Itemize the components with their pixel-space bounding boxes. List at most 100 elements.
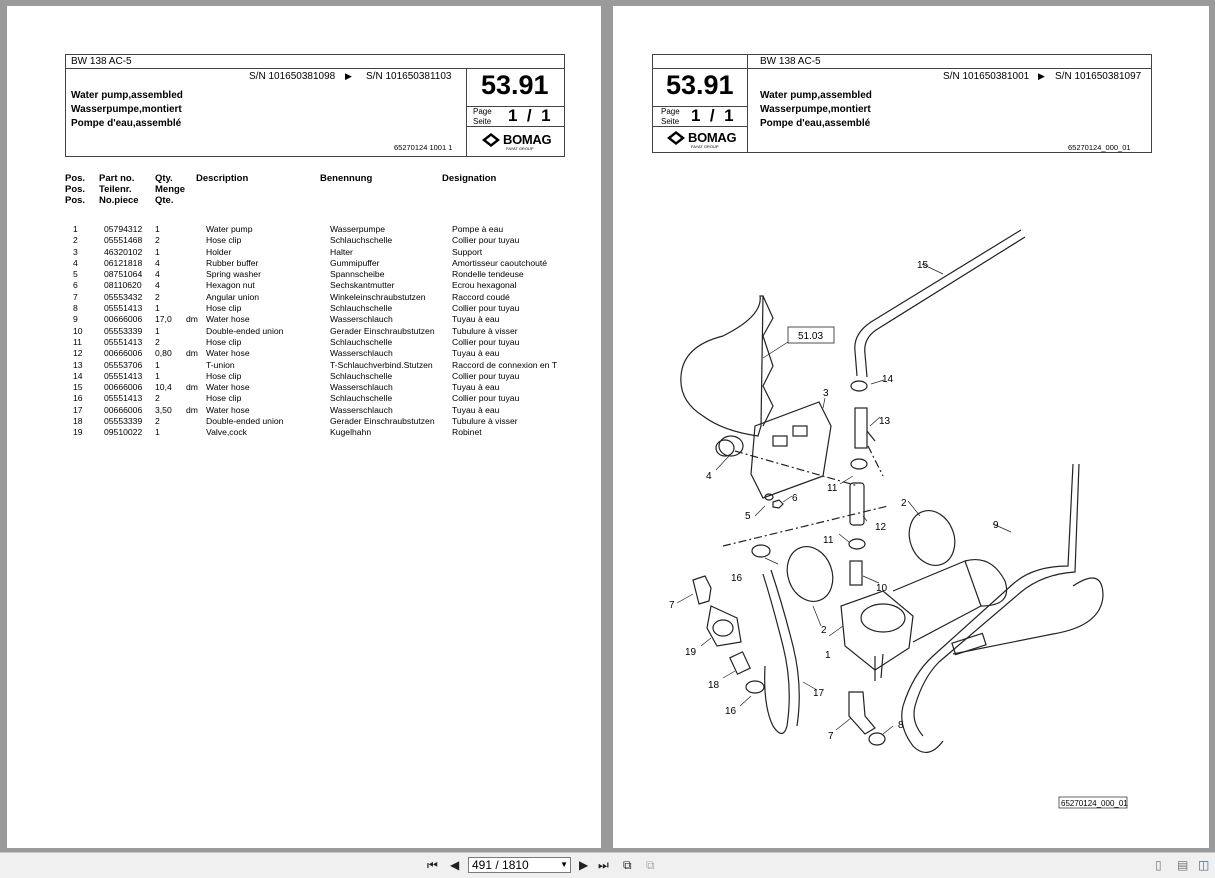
pos-cell: 5 [73, 269, 78, 280]
qty-cell: 0,80 [155, 348, 172, 359]
next-page-icon[interactable]: ▶ [579, 858, 589, 872]
title-fr: Pompe d'eau,assemblé [71, 118, 182, 129]
hose-15-shape [864, 236, 1026, 378]
copy-icon[interactable]: ⧉ [623, 858, 632, 872]
benennung-cell: Schlauchschelle [330, 336, 393, 347]
benennung-cell: Wasserschlauch [330, 404, 393, 415]
benennung-cell: Sechskantmutter [330, 280, 395, 291]
serial-to: S/N 101650381103 [366, 71, 452, 82]
pos-cell: 9 [73, 314, 78, 325]
callout-number: 14 [882, 374, 894, 385]
callout-number: 16 [725, 706, 737, 717]
serial-arrow-icon: ▶ [1038, 71, 1045, 81]
callout-number: 11 [823, 535, 834, 546]
callout-number: 17 [813, 688, 825, 699]
callout-number: 19 [685, 647, 697, 658]
description-cell: Rubber buffer [206, 257, 259, 268]
part-number-cell: 00666006 [104, 314, 143, 325]
callout-number: 15 [917, 260, 929, 271]
reference-label: 51.03 [798, 331, 823, 342]
qty-cell: 1 [155, 325, 160, 336]
single-page-view-icon[interactable]: ▯ [1155, 858, 1162, 872]
prev-page-icon[interactable]: ◀ [450, 858, 460, 872]
callout-number: 5 [745, 511, 751, 522]
two-page-view-icon[interactable]: ◫ [1198, 858, 1210, 872]
callout-number: 9 [993, 520, 999, 531]
part-number-cell: 09510022 [104, 427, 143, 438]
col-description: Description [196, 173, 249, 184]
part-number-cell: 00666006 [104, 348, 143, 359]
description-cell: Double-ended union [206, 325, 284, 336]
designation-cell: Tuyau à eau [452, 314, 500, 325]
designation-cell: Raccord de connexion en T [452, 359, 557, 370]
designation-cell: Tuyau à eau [452, 404, 500, 415]
hose-9 [901, 463, 1074, 753]
description-cell: Hose clip [206, 336, 242, 347]
double-union [729, 651, 751, 675]
title-fr: Pompe d'eau,assemblé [760, 118, 871, 129]
page-label: Page [661, 107, 680, 116]
callout-number: 18 [708, 680, 720, 691]
benennung-cell: Spannscheibe [330, 269, 385, 280]
pos-cell: 11 [73, 336, 82, 347]
qty-cell: 2 [155, 393, 160, 404]
benennung-cell: Wasserpumpe [330, 224, 386, 234]
page-number-input[interactable]: 491 / 1810 ▼ [468, 857, 571, 873]
qty-cell: 17,0 [155, 314, 172, 325]
benennung-cell: Winkeleinschraubstutzen [330, 291, 426, 302]
bottom-toolbar: ⏮ ◀ 491 / 1810 ▼ ▶ ⏭ ⧉ ⧉ ▯ ▤ ◫ [0, 852, 1215, 878]
description-cell: Hose clip [206, 235, 242, 246]
hose-clip [848, 538, 866, 550]
seite-label: Seite [473, 117, 492, 126]
first-page-icon[interactable]: ⏮ [427, 858, 438, 872]
designation-cell: Raccord coudé [452, 291, 510, 302]
designation-cell: Collier pour tuyau [452, 370, 520, 381]
title-en: Water pump,assembled [760, 90, 872, 101]
valve-cock [706, 605, 742, 647]
pos-cell: 1 [73, 224, 78, 234]
part-number-cell: 05553432 [104, 291, 143, 302]
hose-17 [762, 573, 790, 735]
bracket-outline [680, 295, 764, 437]
model-name: BW 138 AC-5 [760, 56, 821, 67]
qty-cell: 1 [155, 427, 160, 438]
last-page-icon[interactable]: ⏭ [598, 858, 609, 872]
qty-cell: 4 [155, 269, 160, 280]
part-number-cell: 08110620 [104, 280, 142, 291]
pos-cell: 8 [73, 303, 78, 314]
part-number-cell: 05551413 [104, 370, 143, 381]
description-cell: Water hose [206, 404, 250, 415]
continuous-view-icon[interactable]: ▤ [1177, 858, 1189, 872]
designation-cell: Support [452, 246, 483, 257]
benennung-cell: Wasserschlauch [330, 314, 393, 325]
bomag-diamond-icon [482, 132, 500, 147]
doc-code: 65270124_000_01 [1068, 143, 1131, 152]
description-cell: Water hose [206, 348, 250, 359]
water-pump-body [840, 590, 914, 671]
title-de: Wasserpumpe,montiert [760, 104, 871, 115]
serial-from: S/N 101650381001 [943, 71, 1030, 82]
pos-cell: 16 [73, 393, 83, 404]
designation-cell: Collier pour tuyau [452, 393, 520, 404]
description-cell: Hose clip [206, 303, 242, 314]
callout-number: 8 [898, 720, 904, 731]
hose-clip [850, 458, 868, 470]
benennung-cell: Wasserschlauch [330, 382, 393, 393]
dropdown-arrow-icon[interactable]: ▼ [560, 860, 568, 869]
unit-cell: dm [186, 382, 198, 393]
drawing-code: 65270124_000_01 [1061, 799, 1128, 808]
benennung-cell: Halter [330, 246, 353, 257]
part-number-cell: 05551413 [104, 336, 143, 347]
description-cell: Valve,cock [206, 427, 247, 438]
qty-cell: 2 [155, 235, 160, 246]
